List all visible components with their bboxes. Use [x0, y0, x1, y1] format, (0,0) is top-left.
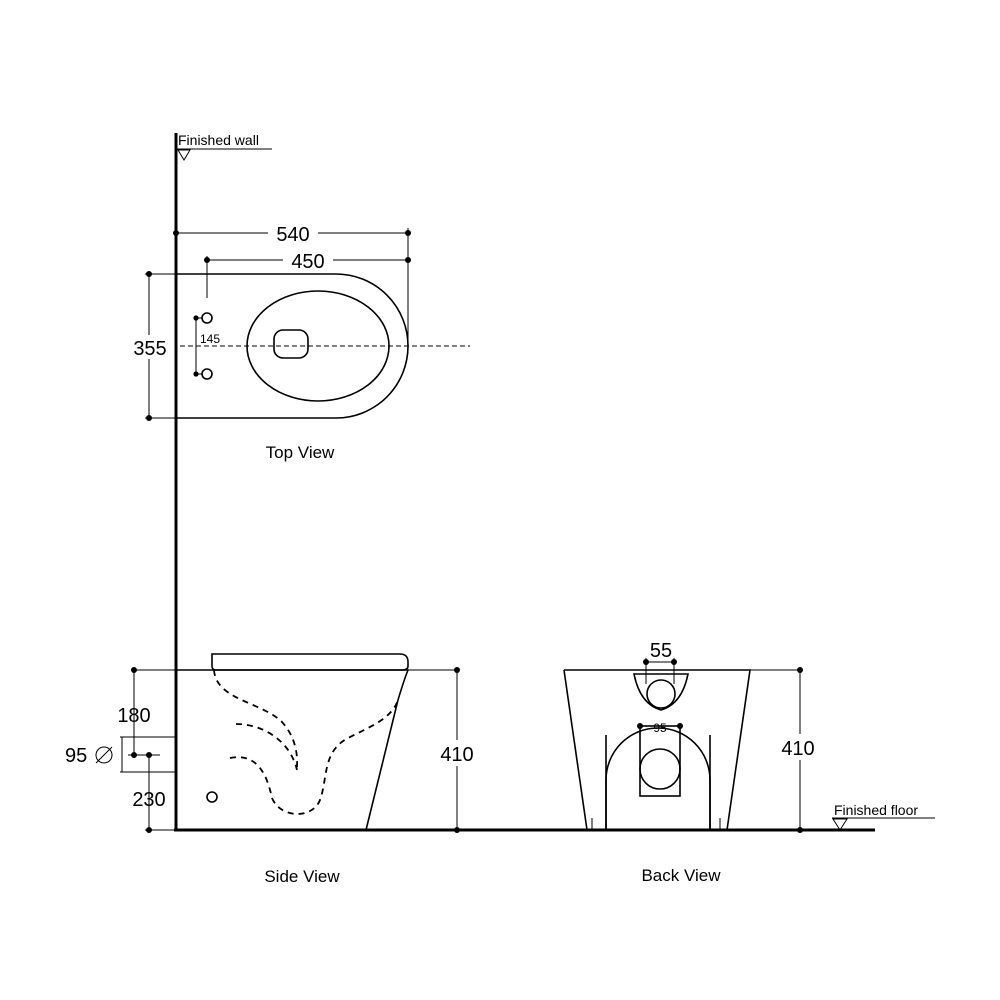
wall-floor-lines [174, 133, 875, 832]
top-view-outlet [273, 329, 309, 359]
finished-wall-reference: Finished wall [176, 132, 272, 161]
side-view: 410 180 95 230 Side View [65, 653, 484, 886]
dim-outlet-width: 95 [653, 721, 667, 735]
floor-level-marker-icon [832, 818, 848, 831]
fixing-hole-lower [201, 368, 213, 380]
back-view-title: Back View [641, 866, 721, 885]
side-view-trapway-upper [213, 669, 298, 771]
side-view-inlet-hole [206, 791, 218, 803]
dim-pipe-height: 230 [132, 789, 165, 811]
dim-fixing-spacing: 145 [200, 332, 220, 346]
dim-length-total: 540 [276, 224, 309, 246]
dim-side-height: 410 [440, 744, 473, 766]
diameter-symbol-icon [95, 746, 113, 764]
finished-floor-reference: Finished floor [832, 802, 935, 831]
dim-width: 355 [133, 338, 166, 360]
side-view-title: Side View [264, 867, 340, 886]
dim-inlet-width: 55 [650, 640, 672, 662]
top-view: 145 540 450 355 Top View [128, 221, 470, 462]
dim-back-height: 410 [781, 738, 814, 760]
back-view-inlet-housing [633, 673, 689, 711]
back-view-outlet-frame [639, 725, 681, 797]
top-view-title: Top View [266, 443, 335, 462]
finished-floor-label: Finished floor [834, 802, 918, 818]
back-view-arch [605, 727, 711, 830]
back-view-outlet [639, 748, 681, 790]
dim-inlet-height: 180 [117, 705, 150, 727]
dim-length-outlet: 450 [291, 251, 324, 273]
fixing-hole-upper [201, 312, 213, 324]
side-view-trapway-mid [229, 699, 399, 815]
finished-wall-label: Finished wall [178, 132, 259, 148]
dim-pipe-diameter: 95 [65, 745, 87, 767]
back-view-inlet [646, 679, 676, 709]
wall-level-marker-icon [177, 149, 191, 161]
side-view-body [176, 669, 410, 831]
back-view: 55 95 410 Back View [563, 640, 827, 885]
side-view-seat [211, 653, 409, 671]
